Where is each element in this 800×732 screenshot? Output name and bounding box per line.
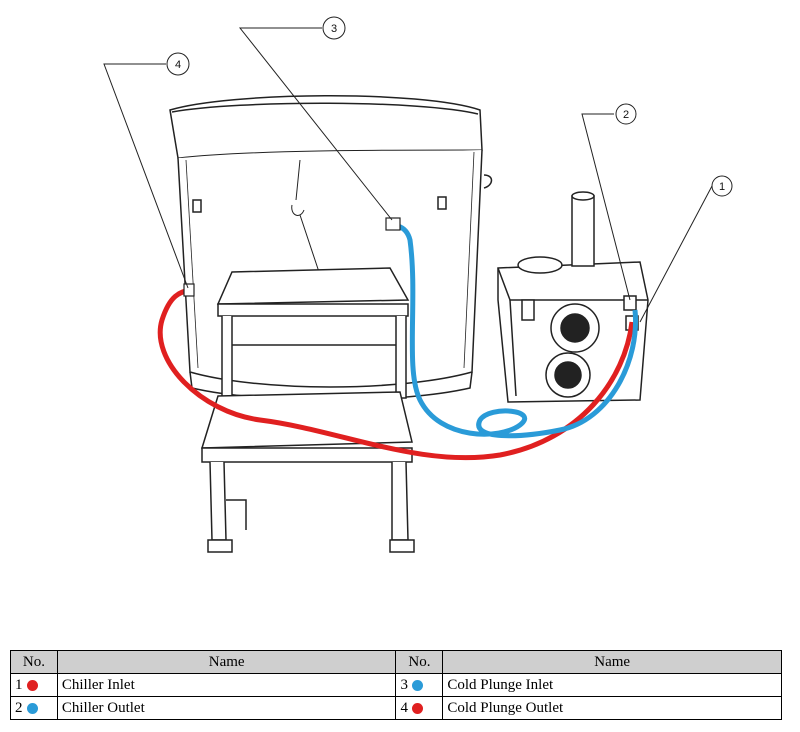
row-1-no-cell: 1 [10, 673, 58, 697]
no-value: 4 [400, 700, 408, 716]
no-value: 1 [15, 677, 23, 693]
row-2-no-cell-2: 4 [395, 696, 444, 720]
callout-1-label: 1 [719, 181, 725, 193]
blue-dot-icon [26, 703, 38, 715]
callout-1: 1 [711, 175, 733, 197]
callout-leaders [103, 27, 713, 323]
red-dot-icon [411, 703, 423, 715]
chiller-unit [497, 191, 649, 403]
callout-2-label: 2 [623, 109, 629, 121]
tub-inlet-fitting [385, 217, 401, 231]
table-row: 1 Chiller Inlet 3 Cold Plunge Inlet [10, 673, 782, 697]
parts-legend-table: No. Name No. Name 1 Chiller Inlet 3 Cold… [10, 650, 782, 720]
callout-2: 2 [615, 103, 637, 125]
row-1-no-cell-2: 3 [395, 673, 444, 697]
hose-red [157, 287, 635, 461]
no-value: 2 [15, 700, 23, 716]
callout-3-label: 3 [331, 23, 337, 35]
blue-dot-icon [411, 680, 423, 692]
header-name-1: Name [56, 650, 397, 674]
red-dot-icon [26, 680, 38, 692]
row-1-name: Chiller Inlet [56, 673, 397, 697]
hose-blue [397, 223, 639, 439]
callout-4: 4 [166, 52, 190, 76]
row-2-name: Chiller Outlet [56, 696, 397, 720]
table-row: 2 Chiller Outlet 4 Cold Plunge Outlet [10, 696, 782, 720]
step-stool [200, 267, 415, 553]
callout-4-label: 4 [175, 59, 181, 71]
row-1-name-2: Cold Plunge Inlet [442, 673, 782, 697]
equipment-diagram: 1 2 3 4 [103, 16, 733, 553]
header-name-2: Name [442, 650, 782, 674]
header-no-1: No. [10, 650, 58, 674]
header-no-2: No. [395, 650, 444, 674]
row-2-name-2: Cold Plunge Outlet [442, 696, 782, 720]
no-value: 3 [400, 677, 408, 693]
table-header-row: No. Name No. Name [10, 650, 782, 674]
cold-plunge-tub [169, 95, 493, 401]
row-2-no-cell: 2 [10, 696, 58, 720]
tub-outlet-fitting [183, 283, 195, 297]
callout-3: 3 [322, 16, 346, 40]
